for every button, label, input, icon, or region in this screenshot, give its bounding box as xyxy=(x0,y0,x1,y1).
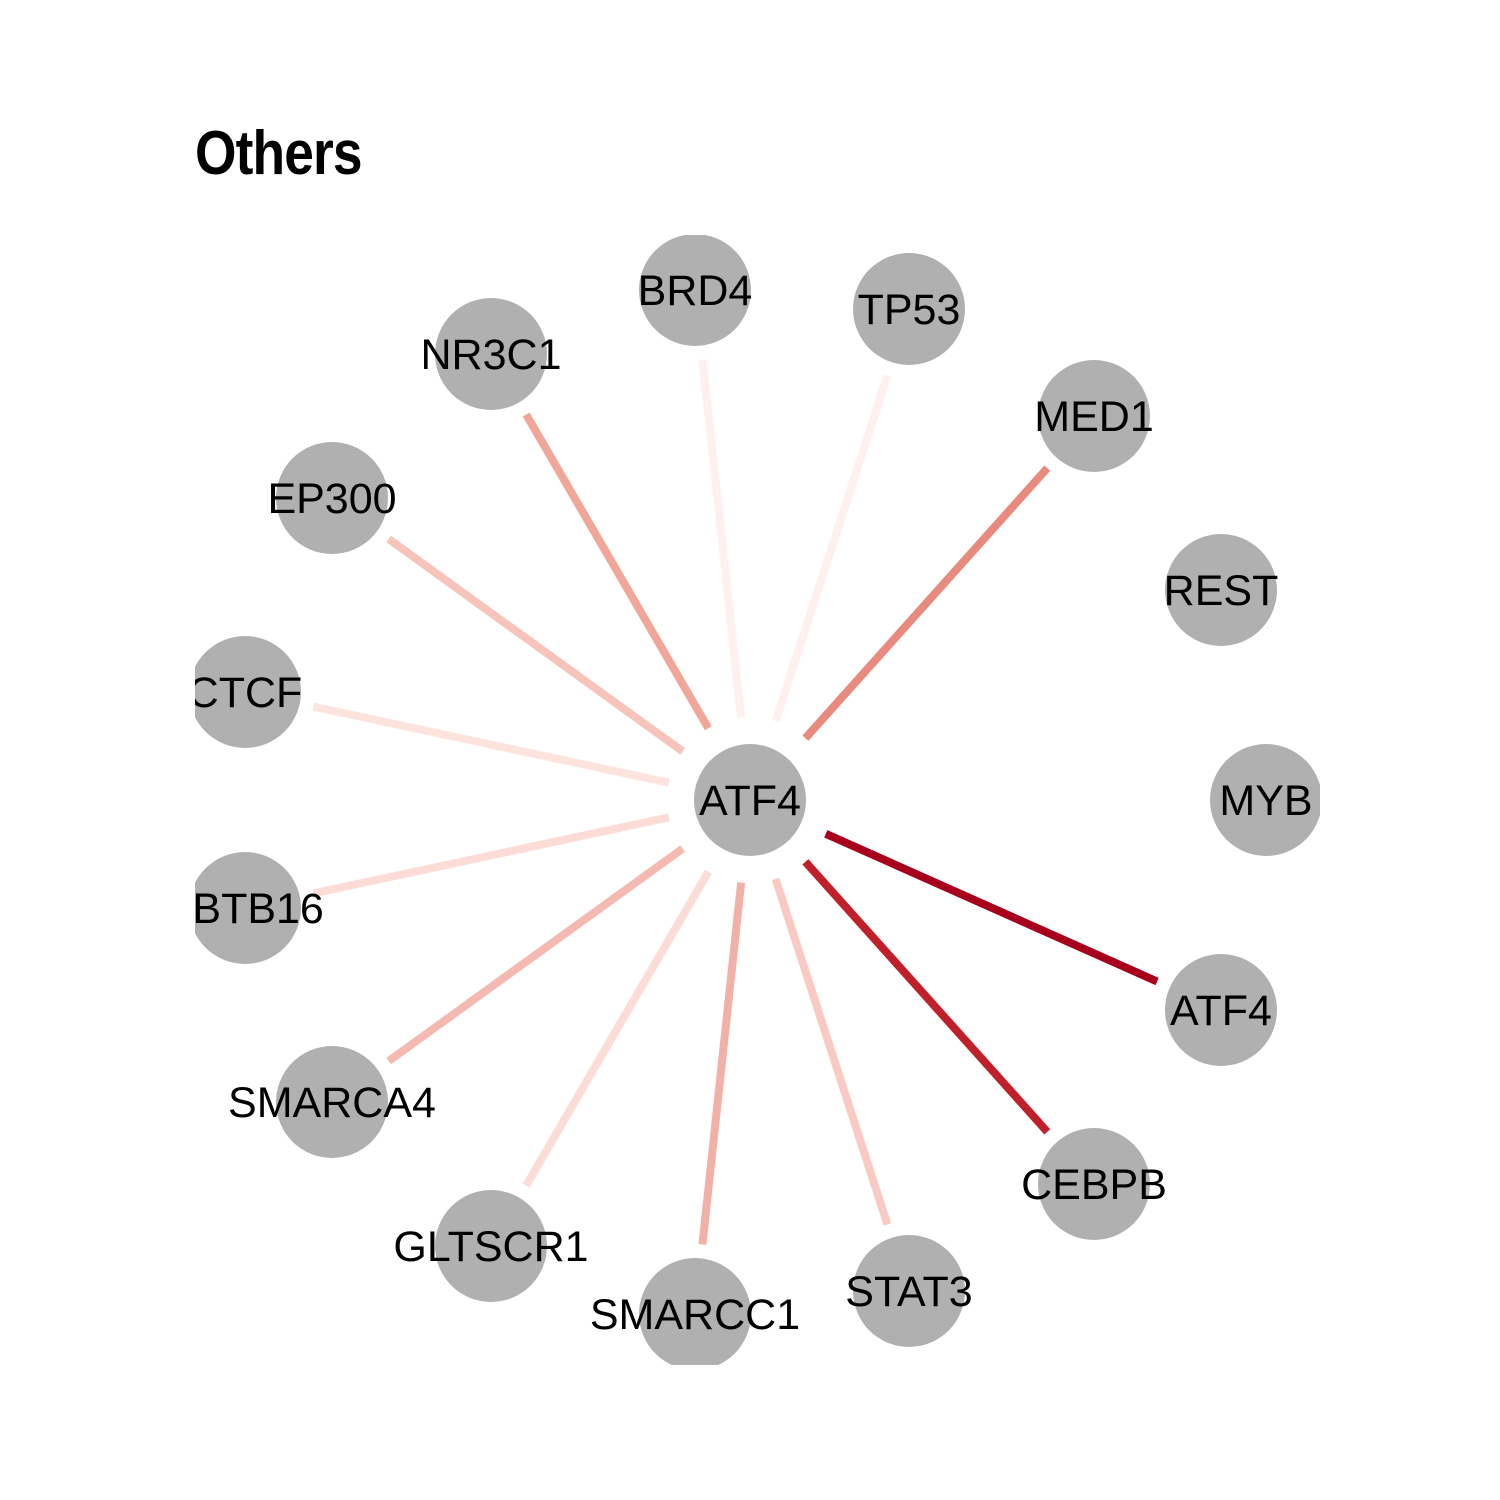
node-rest-circle xyxy=(1165,534,1277,646)
edge-cebpb xyxy=(802,859,1051,1135)
node-cebpb: CEBPB xyxy=(1021,1128,1167,1240)
node-nr3c1-circle xyxy=(435,298,547,410)
edge-smarca4 xyxy=(386,845,686,1065)
node-ctcf: CTCF xyxy=(188,636,303,748)
node-gltscr1-circle xyxy=(435,1190,547,1302)
node-zbtb16-label: ZBTB16 xyxy=(166,885,324,933)
node-nr3c1: NR3C1 xyxy=(421,298,562,410)
node-stat3: STAT3 xyxy=(845,1235,973,1347)
node-brd4-label: BRD4 xyxy=(638,267,753,315)
node-hub-atf4-label: ATF4 xyxy=(699,777,801,825)
node-myb: MYB xyxy=(1210,744,1320,856)
diagram-title: Others xyxy=(195,119,363,188)
edge-ctcf xyxy=(312,702,670,787)
edge-med1 xyxy=(802,465,1051,741)
node-myb-label: MYB xyxy=(1219,777,1312,825)
node-zbtb16: ZBTB16 xyxy=(166,852,324,964)
node-smarcc1-label: SMARCC1 xyxy=(590,1291,800,1339)
node-stat3-circle xyxy=(853,1235,965,1347)
node-ep300-circle xyxy=(276,442,388,554)
edge-stat3 xyxy=(771,877,892,1226)
node-ep300-label: EP300 xyxy=(267,475,396,523)
node-brd4: BRD4 xyxy=(638,235,753,346)
node-smarca4: SMARCA4 xyxy=(228,1046,436,1158)
node-cebpb-circle xyxy=(1038,1128,1150,1240)
node-gltscr1: GLTSCR1 xyxy=(393,1190,589,1302)
node-ep300: EP300 xyxy=(267,442,397,554)
node-cebpb-label: CEBPB xyxy=(1021,1161,1167,1209)
node-hub-atf4: ATF4 xyxy=(694,744,806,856)
node-smarca4-label: SMARCA4 xyxy=(228,1079,436,1127)
node-zbtb16-circle xyxy=(195,852,301,964)
edge-tp53 xyxy=(771,374,892,723)
node-gltscr1-label: GLTSCR1 xyxy=(393,1223,588,1271)
edge-layer xyxy=(312,359,1159,1245)
node-tp53-circle xyxy=(853,253,965,365)
node-rest: REST xyxy=(1164,534,1279,646)
node-smarcc1-circle xyxy=(639,1258,751,1365)
node-nr3c1-label: NR3C1 xyxy=(421,331,562,379)
edge-nr3c1 xyxy=(522,412,712,731)
node-rest-label: REST xyxy=(1164,567,1279,615)
node-atf4-label: ATF4 xyxy=(1170,987,1272,1035)
node-smarca4-circle xyxy=(276,1046,388,1158)
edge-zbtb16 xyxy=(312,813,670,898)
node-tp53: TP53 xyxy=(853,253,965,365)
node-atf4: ATF4 xyxy=(1165,954,1277,1066)
edge-brd4 xyxy=(698,359,746,718)
node-med1: MED1 xyxy=(1034,360,1154,472)
node-hub-atf4-circle xyxy=(694,744,806,856)
edge-atf4 xyxy=(824,830,1159,986)
node-smarcc1: SMARCC1 xyxy=(590,1258,800,1365)
node-med1-circle xyxy=(1038,360,1150,472)
node-atf4-circle xyxy=(1165,954,1277,1066)
node-ctcf-label: CTCF xyxy=(188,669,303,717)
edge-smarcc1 xyxy=(698,882,746,1245)
node-ctcf-circle xyxy=(195,636,301,748)
node-brd4-circle xyxy=(639,235,751,346)
node-stat3-label: STAT3 xyxy=(845,1268,972,1316)
edge-gltscr1 xyxy=(522,869,712,1188)
node-med1-label: MED1 xyxy=(1034,393,1153,441)
node-tp53-label: TP53 xyxy=(858,286,961,334)
node-myb-circle xyxy=(1210,744,1320,856)
edge-ep300 xyxy=(386,535,686,755)
